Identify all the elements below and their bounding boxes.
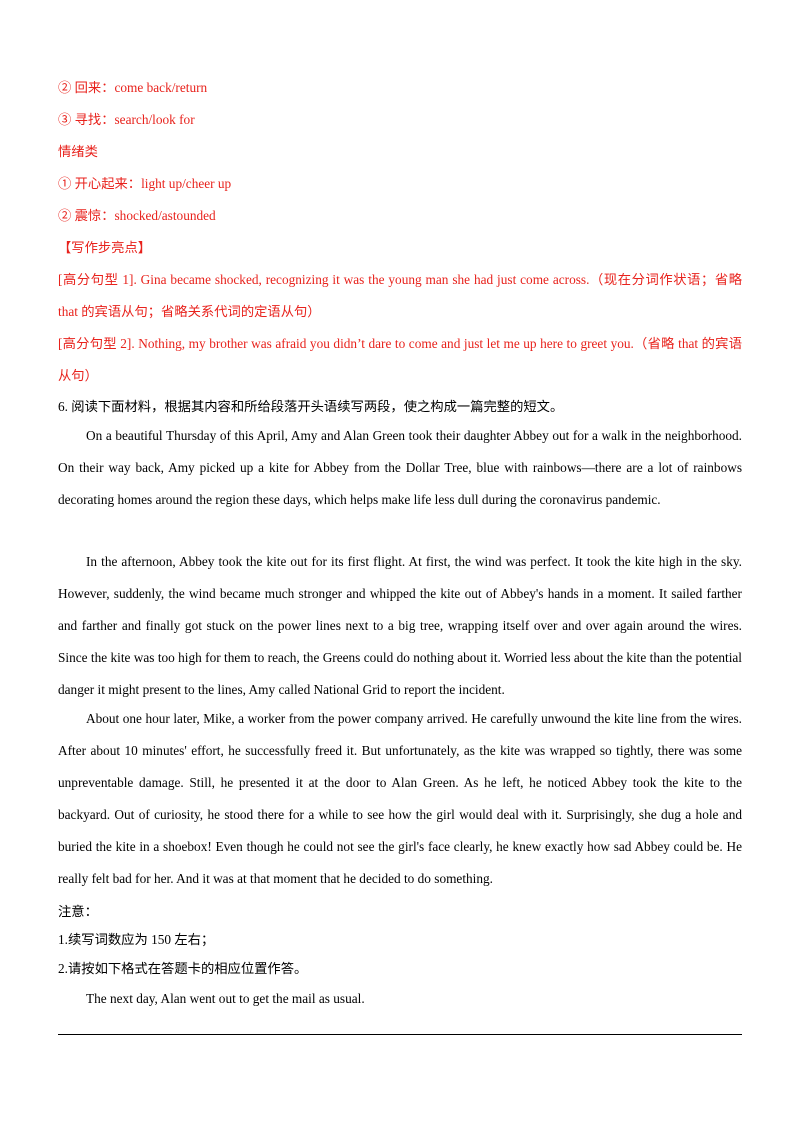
story-paragraph-2: In the afternoon, Abbey took the kite ou… (58, 554, 742, 697)
vocab-item-search: ③ 寻找：search/look for (58, 112, 195, 127)
vocab-item-shocked: ② 震惊：shocked/astounded (58, 208, 216, 223)
notes-heading: 注意： (58, 904, 98, 919)
paragraph-starter: The next day, Alan went out to get the m… (86, 991, 365, 1006)
note-word-count: 1.续写词数应为 150 左右； (58, 932, 215, 947)
vocab-heading-emotion: 情绪类 (58, 144, 98, 159)
question-instruction: 6. 阅读下面材料，根据其内容和所给段落开头语续写两段，使之构成一篇完整的短文。 (58, 399, 564, 414)
highlights-heading: 【写作步亮点】 (58, 240, 152, 255)
note-format: 2.请按如下格式在答题卡的相应位置作答。 (58, 961, 308, 976)
answer-line-divider (58, 1034, 742, 1035)
vocab-item-return: ② 回来：come back/return (58, 80, 208, 95)
vocab-item-cheer-up: ① 开心起来：light up/cheer up (58, 176, 232, 191)
story-paragraph-1: On a beautiful Thursday of this April, A… (58, 428, 742, 507)
story-paragraph-3: About one hour later, Mike, a worker fro… (58, 711, 742, 886)
highlight-sentence-1: [高分句型 1]. Gina became shocked, recognizi… (58, 272, 742, 319)
highlight-sentence-2: [高分句型 2]. Nothing, my brother was afraid… (58, 336, 742, 383)
